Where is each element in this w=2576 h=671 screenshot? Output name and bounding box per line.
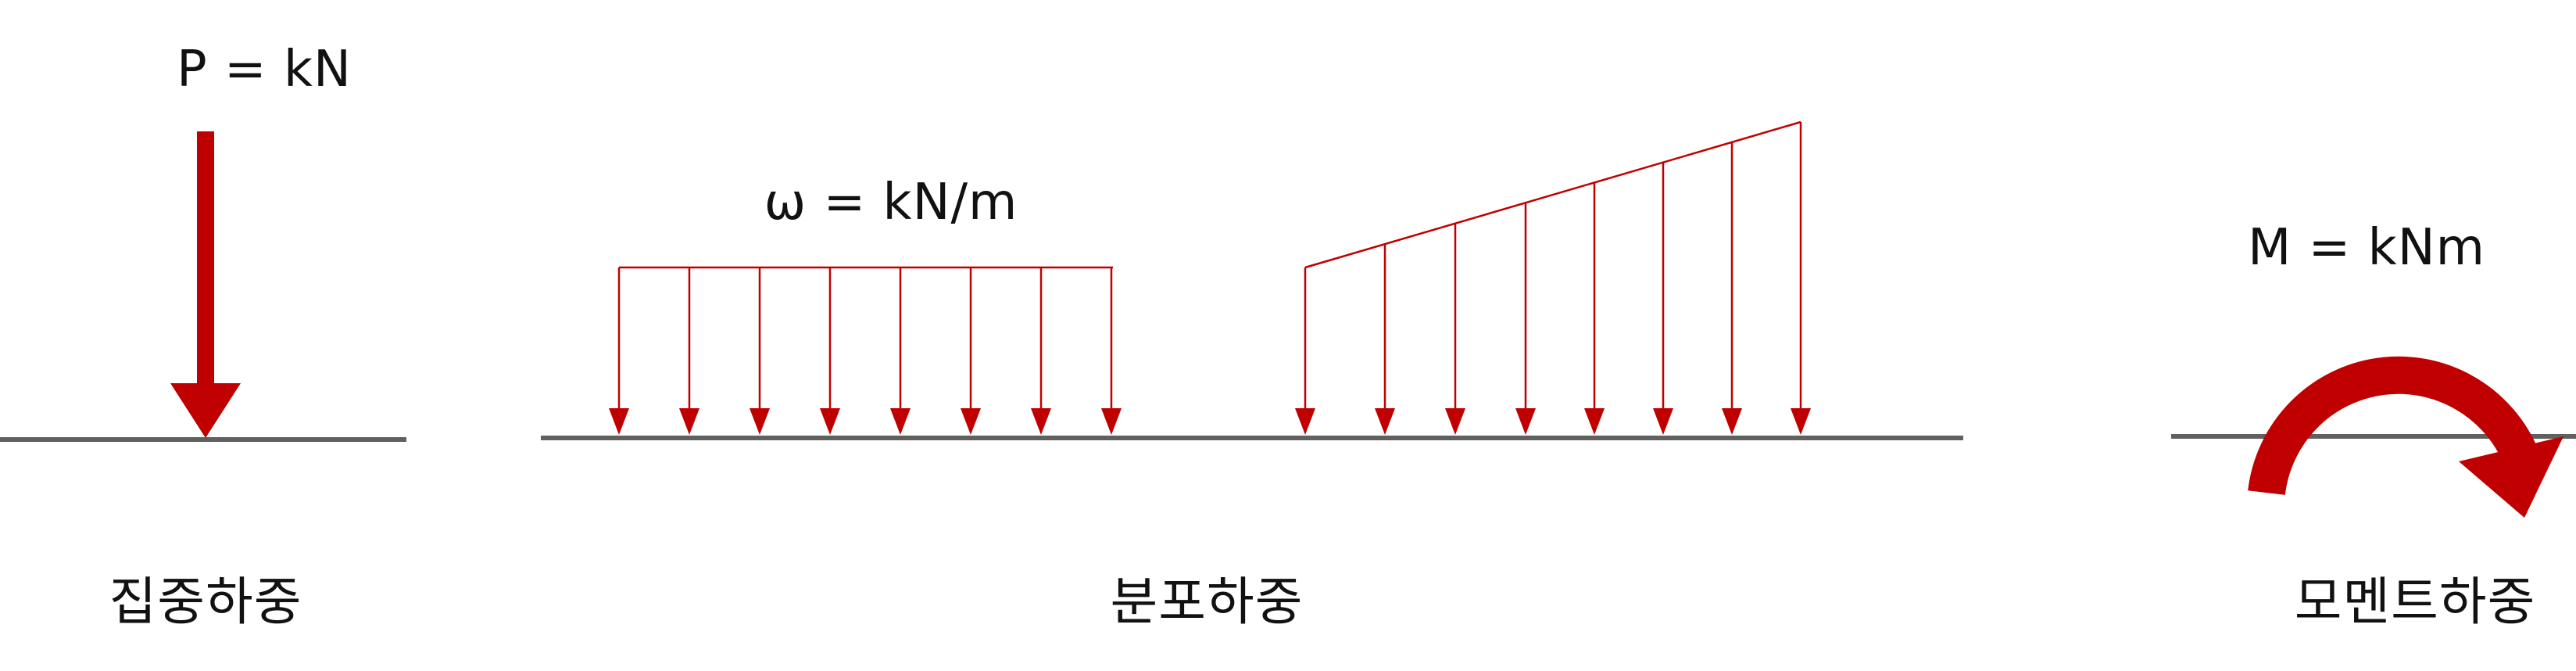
moment-load-caption: 모멘트하중 bbox=[2294, 572, 2536, 632]
uniform-load-arrow bbox=[1031, 267, 1051, 435]
triangular-load-arrow bbox=[1653, 162, 1673, 435]
triangular-load-arrow bbox=[1584, 182, 1605, 435]
point-load-caption: 집중하중 bbox=[109, 572, 302, 632]
moment-load-label: M = kNm bbox=[2248, 219, 2485, 277]
uniform-load-arrow bbox=[609, 267, 629, 435]
triangular-load-arrow bbox=[1722, 142, 1742, 435]
uniform-load-arrow bbox=[750, 267, 770, 435]
uniform-load-arrows bbox=[609, 267, 1122, 435]
triangular-load-arrow bbox=[1515, 203, 1536, 435]
triangular-load-arrows bbox=[1295, 122, 1811, 435]
triangular-load-arrow bbox=[1375, 244, 1395, 435]
uniform-load-arrow bbox=[961, 267, 981, 435]
triangular-distributed-load bbox=[1295, 120, 1811, 435]
triangular-load-arrow bbox=[1445, 223, 1465, 435]
distributed-load-caption: 분포하중 bbox=[1110, 572, 1304, 632]
triangular-load-arrow bbox=[1295, 267, 1315, 435]
uniform-load-arrow bbox=[1101, 267, 1122, 435]
uniform-load-label: ω = kN/m bbox=[764, 174, 1018, 231]
triangular-load-arrow bbox=[1791, 122, 1811, 435]
point-load-arrow bbox=[170, 131, 241, 438]
uniform-load-arrow bbox=[679, 267, 699, 435]
uniform-load-arrow bbox=[890, 267, 911, 435]
uniform-distributed-load bbox=[609, 266, 1122, 435]
moment-load-arrow bbox=[2248, 356, 2563, 518]
point-load-label: P = kN bbox=[177, 41, 352, 99]
uniform-load-arrow bbox=[820, 267, 840, 435]
triangular-load-top-line bbox=[1304, 120, 1801, 269]
